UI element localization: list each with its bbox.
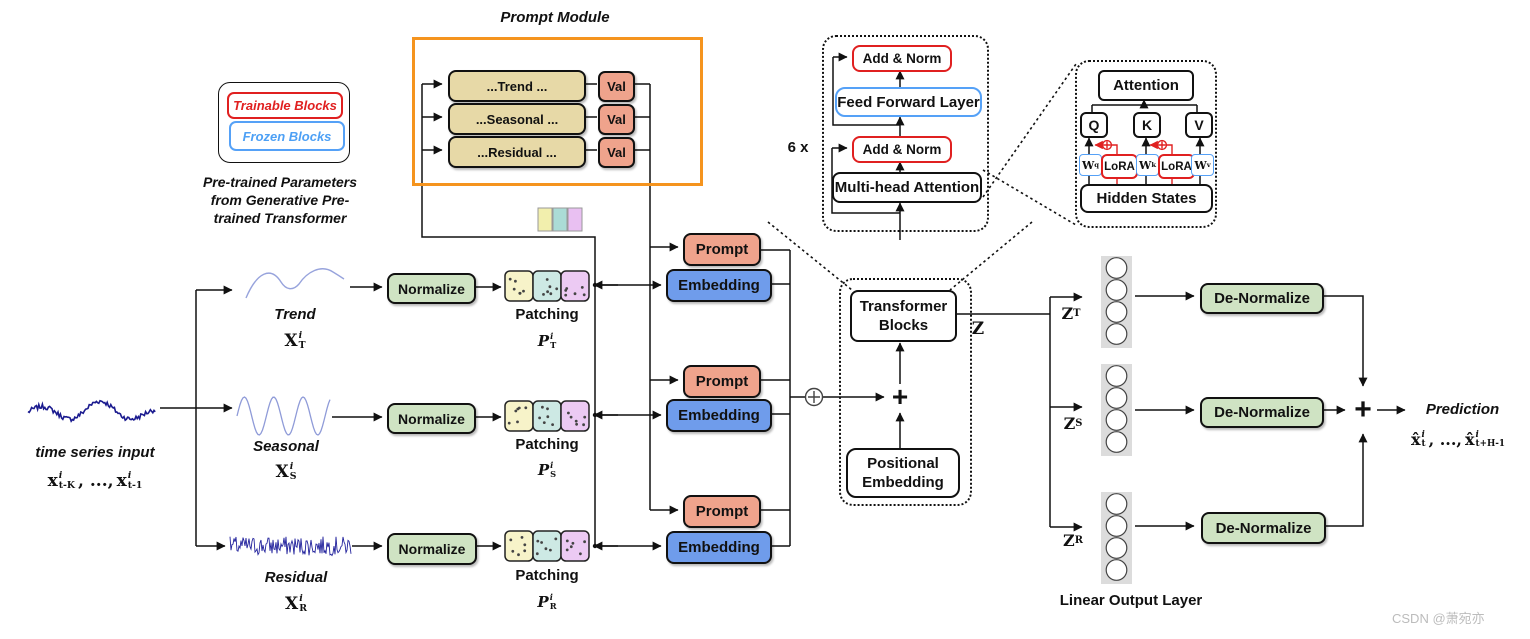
normalize-residual: Normalize xyxy=(387,533,477,565)
transformer-layer-box xyxy=(822,35,989,232)
trend-wave xyxy=(245,268,345,299)
patching-label-trend: Patching xyxy=(515,306,579,323)
prediction-label: Prediction xyxy=(1425,401,1500,418)
sum-symbol: + xyxy=(891,381,909,413)
add-norm-bottom-box: Add & Norm xyxy=(852,136,952,163)
patching-tiles xyxy=(504,270,590,562)
repeat-count-label: 6 x xyxy=(787,139,809,156)
lora-q-box: LoRA xyxy=(1101,154,1138,179)
linear-output-layer-label: Linear Output Layer xyxy=(1059,591,1203,609)
z-label: Z xyxy=(971,318,985,339)
legend-trainable: Trainable Blocks xyxy=(227,92,343,119)
prompt-box-residual: Prompt xyxy=(683,495,761,528)
watermark: CSDN @萧宛亦 xyxy=(1392,611,1485,626)
prompt-row-seasonal: ...Seasonal ... xyxy=(448,103,586,135)
prompt-val-seasonal: Val xyxy=(598,104,635,135)
input-label: time series input xyxy=(35,444,155,461)
prompt-val-residual: Val xyxy=(598,137,635,168)
patch-scatter-dots xyxy=(507,277,587,557)
query-box: Q xyxy=(1080,112,1108,138)
oplus-icon xyxy=(804,387,824,407)
multi-head-attention-box: Multi-head Attention xyxy=(832,172,982,203)
attention-detail-box xyxy=(1075,60,1217,228)
legend-frozen: Frozen Blocks xyxy=(229,121,345,151)
key-box: K xyxy=(1133,112,1161,138)
gpt-backbone-box xyxy=(839,278,972,506)
normalize-trend: Normalize xyxy=(387,273,476,304)
prompt-row-trend: ...Trend ... xyxy=(448,70,586,102)
patching-label-seasonal: Patching xyxy=(515,436,579,453)
residual-wave xyxy=(229,536,352,557)
value-box: V xyxy=(1185,112,1213,138)
prompt-module-title: Prompt Module xyxy=(500,9,610,26)
final-sum-symbol: + xyxy=(1354,393,1372,426)
normalize-seasonal: Normalize xyxy=(387,403,476,434)
prompt-module-box xyxy=(412,37,703,186)
lora-k-box: LoRA xyxy=(1158,154,1195,179)
prompt-val-trend: Val xyxy=(598,71,635,102)
patching-label-residual: Patching xyxy=(515,567,579,584)
denormalize-seasonal: De-Normalize xyxy=(1200,397,1324,428)
embedding-box-seasonal: Embedding xyxy=(666,399,772,432)
flow-lines xyxy=(160,57,1406,548)
denormalize-residual: De-Normalize xyxy=(1201,512,1326,544)
patch-colour-strip xyxy=(537,207,583,232)
prompt-box-trend: Prompt xyxy=(683,233,761,266)
hidden-states-box: Hidden States xyxy=(1080,184,1213,213)
embedding-box-trend: Embedding xyxy=(666,269,772,302)
seasonal-wave xyxy=(236,396,331,436)
prompt-row-residual: ...Residual ... xyxy=(448,136,586,168)
time-series-wave xyxy=(27,399,156,423)
denormalize-trend: De-Normalize xyxy=(1200,283,1324,314)
trend-label: Trend xyxy=(274,306,316,323)
linear-output-columns xyxy=(1101,256,1132,584)
add-norm-top-box: Add & Norm xyxy=(852,45,952,72)
lora-wiring xyxy=(1094,139,1173,184)
residual-label: Residual xyxy=(264,569,328,586)
feed-forward-box: Feed Forward Layer xyxy=(835,87,982,117)
attention-box: Attention xyxy=(1098,70,1194,101)
waves xyxy=(27,268,352,557)
legend-box xyxy=(218,82,350,163)
pretrain-caption: Pre-trained Parameters from Generative P… xyxy=(202,174,358,226)
seasonal-label: Seasonal xyxy=(253,438,319,455)
prompt-box-seasonal: Prompt xyxy=(683,365,761,398)
embedding-box-residual: Embedding xyxy=(666,531,772,564)
